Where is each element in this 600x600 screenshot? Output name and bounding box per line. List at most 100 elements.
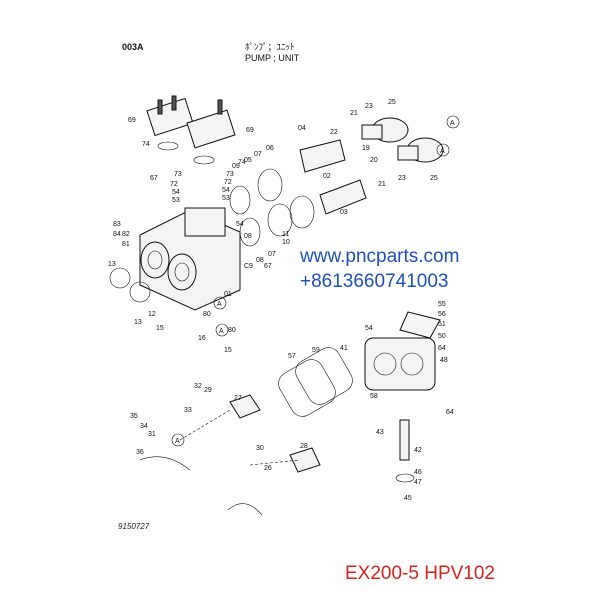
o-ring-74-right bbox=[193, 155, 215, 165]
o-ring-47 bbox=[395, 473, 415, 483]
ref-circle-a-1: A bbox=[446, 115, 460, 129]
callout: 21 bbox=[378, 181, 386, 188]
callout: 80 bbox=[203, 311, 211, 318]
watermark-url: www.pncparts.com bbox=[300, 246, 460, 267]
lever-36-lower bbox=[227, 503, 263, 516]
callout: 25 bbox=[388, 99, 396, 106]
callout: 26 bbox=[264, 465, 272, 472]
callout: 13 bbox=[134, 319, 142, 326]
regulator-left bbox=[146, 95, 194, 137]
ref-circle-a-4: A bbox=[213, 296, 227, 310]
callout: 36 bbox=[136, 449, 144, 456]
leader-a-lower bbox=[249, 459, 301, 466]
callout: 03 bbox=[340, 209, 348, 216]
callout: 10 bbox=[282, 239, 290, 246]
callout: 69 bbox=[128, 117, 136, 124]
callout: 43 bbox=[376, 429, 384, 436]
section-code: 003A bbox=[122, 42, 144, 52]
callout: 07 bbox=[268, 251, 276, 258]
svg-text:A: A bbox=[450, 120, 455, 127]
callout: 41 bbox=[340, 345, 348, 352]
callout: 48 bbox=[440, 357, 448, 364]
callout: 53 bbox=[172, 197, 180, 204]
callout: 56 bbox=[438, 311, 446, 318]
callout: 30 bbox=[256, 445, 264, 452]
callout: 29 bbox=[204, 387, 212, 394]
link-28 bbox=[289, 447, 321, 473]
callout: 83 bbox=[113, 221, 121, 228]
callout: 55 bbox=[438, 301, 446, 308]
gear-case bbox=[364, 311, 441, 391]
seal-ring-13 bbox=[109, 267, 131, 289]
callout: 47 bbox=[414, 479, 422, 486]
callout: 74 bbox=[142, 141, 150, 148]
callout: 01 bbox=[224, 291, 232, 298]
callout: 72 bbox=[170, 181, 178, 188]
callout: 57 bbox=[288, 353, 296, 360]
callout: 64 bbox=[438, 345, 446, 352]
link-27 bbox=[229, 394, 261, 419]
callout: 69 bbox=[246, 127, 254, 134]
callout: 53 bbox=[222, 195, 230, 202]
title-english: PUMP ; UNIT bbox=[245, 53, 300, 63]
cylinder-block-lower bbox=[397, 137, 444, 163]
ref-circle-a-5: A bbox=[215, 323, 229, 337]
callout: 54 bbox=[222, 187, 230, 194]
callout: 15 bbox=[156, 325, 164, 332]
callout: 35 bbox=[130, 413, 138, 420]
callout: 42 bbox=[414, 447, 422, 454]
callout: C9 bbox=[244, 263, 253, 270]
callout: 46 bbox=[414, 469, 422, 476]
callout: 16 bbox=[198, 335, 206, 342]
leader-a-upper bbox=[179, 409, 231, 441]
callout: 20 bbox=[370, 157, 378, 164]
lever-36-upper bbox=[139, 456, 191, 471]
callout: 23 bbox=[398, 175, 406, 182]
callout: 22 bbox=[330, 129, 338, 136]
svg-text:A: A bbox=[217, 301, 222, 308]
callout: 34 bbox=[140, 423, 148, 430]
callout: 15 bbox=[224, 347, 232, 354]
callout: 51 bbox=[438, 321, 446, 328]
callout: 21 bbox=[350, 110, 358, 117]
callout: 09 bbox=[232, 163, 240, 170]
svg-text:A: A bbox=[219, 328, 224, 335]
watermark-phone: +8613660741003 bbox=[300, 271, 449, 292]
callout: 06 bbox=[266, 145, 274, 152]
gasket-59 bbox=[295, 347, 353, 405]
callout: 67 bbox=[264, 263, 272, 270]
o-ring-74-left bbox=[157, 141, 179, 151]
callout: 81 bbox=[122, 241, 130, 248]
callout: 02 bbox=[323, 173, 331, 180]
bearing-stack bbox=[229, 168, 315, 247]
callout-labels: 69 69 74 74 73 73 72 72 54 54 53 53 67 8… bbox=[108, 99, 454, 502]
gasket-57 bbox=[278, 359, 336, 417]
title-japanese: ﾎﾟﾝﾌﾟ；ﾕﾆｯﾄ bbox=[245, 42, 295, 52]
callout: 80 bbox=[228, 327, 236, 334]
callout: 31 bbox=[148, 431, 156, 438]
callout: 07 bbox=[254, 151, 262, 158]
svg-text:A: A bbox=[175, 438, 180, 445]
callout: 59 bbox=[312, 347, 320, 354]
callout: 74 bbox=[238, 159, 246, 166]
callout: 64 bbox=[446, 409, 454, 416]
callout: 54 bbox=[365, 325, 373, 332]
callout: 73 bbox=[174, 171, 182, 178]
ref-circle-a-2: A bbox=[436, 143, 450, 157]
shaft-42 bbox=[399, 419, 410, 461]
callout: 84 bbox=[113, 231, 121, 238]
callout: 82 bbox=[122, 231, 130, 238]
callout: 58 bbox=[370, 393, 378, 400]
callout: 67 bbox=[150, 175, 158, 182]
cylinder-block-upper bbox=[361, 117, 409, 143]
callout: 54 bbox=[236, 221, 244, 228]
callout: 54 bbox=[172, 189, 180, 196]
model-label: EX200-5 HPV102 bbox=[345, 563, 495, 584]
svg-text:A: A bbox=[440, 148, 445, 155]
regulator-right bbox=[186, 99, 236, 149]
document-number: 9150727 bbox=[118, 522, 150, 531]
callout: 27 bbox=[234, 395, 242, 402]
ref-circle-a-3: A bbox=[171, 433, 185, 447]
seal-ring-12 bbox=[129, 281, 151, 303]
